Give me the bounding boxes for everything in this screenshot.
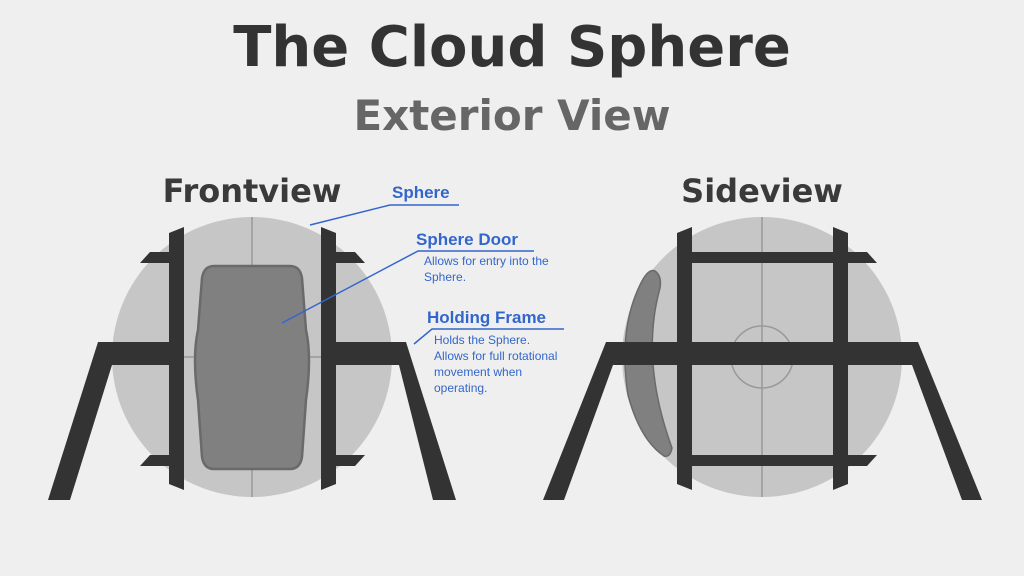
frontview-drawing: Frontview [48, 172, 456, 500]
door-desc-line: Sphere. [424, 270, 466, 284]
door-label: Sphere Door [416, 230, 518, 249]
frame-desc-line: movement when [434, 365, 522, 379]
frame-desc-line: Allows for full rotational [434, 349, 557, 363]
sphere-door [193, 264, 311, 471]
sideview-drawing: Sideview [543, 172, 982, 500]
leader-lines [281, 204, 564, 345]
sideview-heading: Sideview [681, 172, 843, 210]
main-title: The Cloud Sphere [233, 15, 791, 80]
frame-desc-line: Holds the Sphere. [434, 333, 530, 347]
door-leader [281, 250, 534, 324]
frontview-heading: Frontview [163, 172, 342, 210]
frame-leader [413, 328, 564, 345]
holding-frame-front [48, 227, 456, 500]
holding-frame-side [543, 227, 982, 500]
door-desc-line: Allows for entry into the [424, 254, 549, 268]
frame-label: Holding Frame [427, 308, 546, 327]
subtitle: Exterior View [353, 91, 670, 140]
sphere-label: Sphere [392, 183, 450, 202]
sphere-leader [309, 204, 459, 226]
frame-desc-line: operating. [434, 381, 487, 395]
